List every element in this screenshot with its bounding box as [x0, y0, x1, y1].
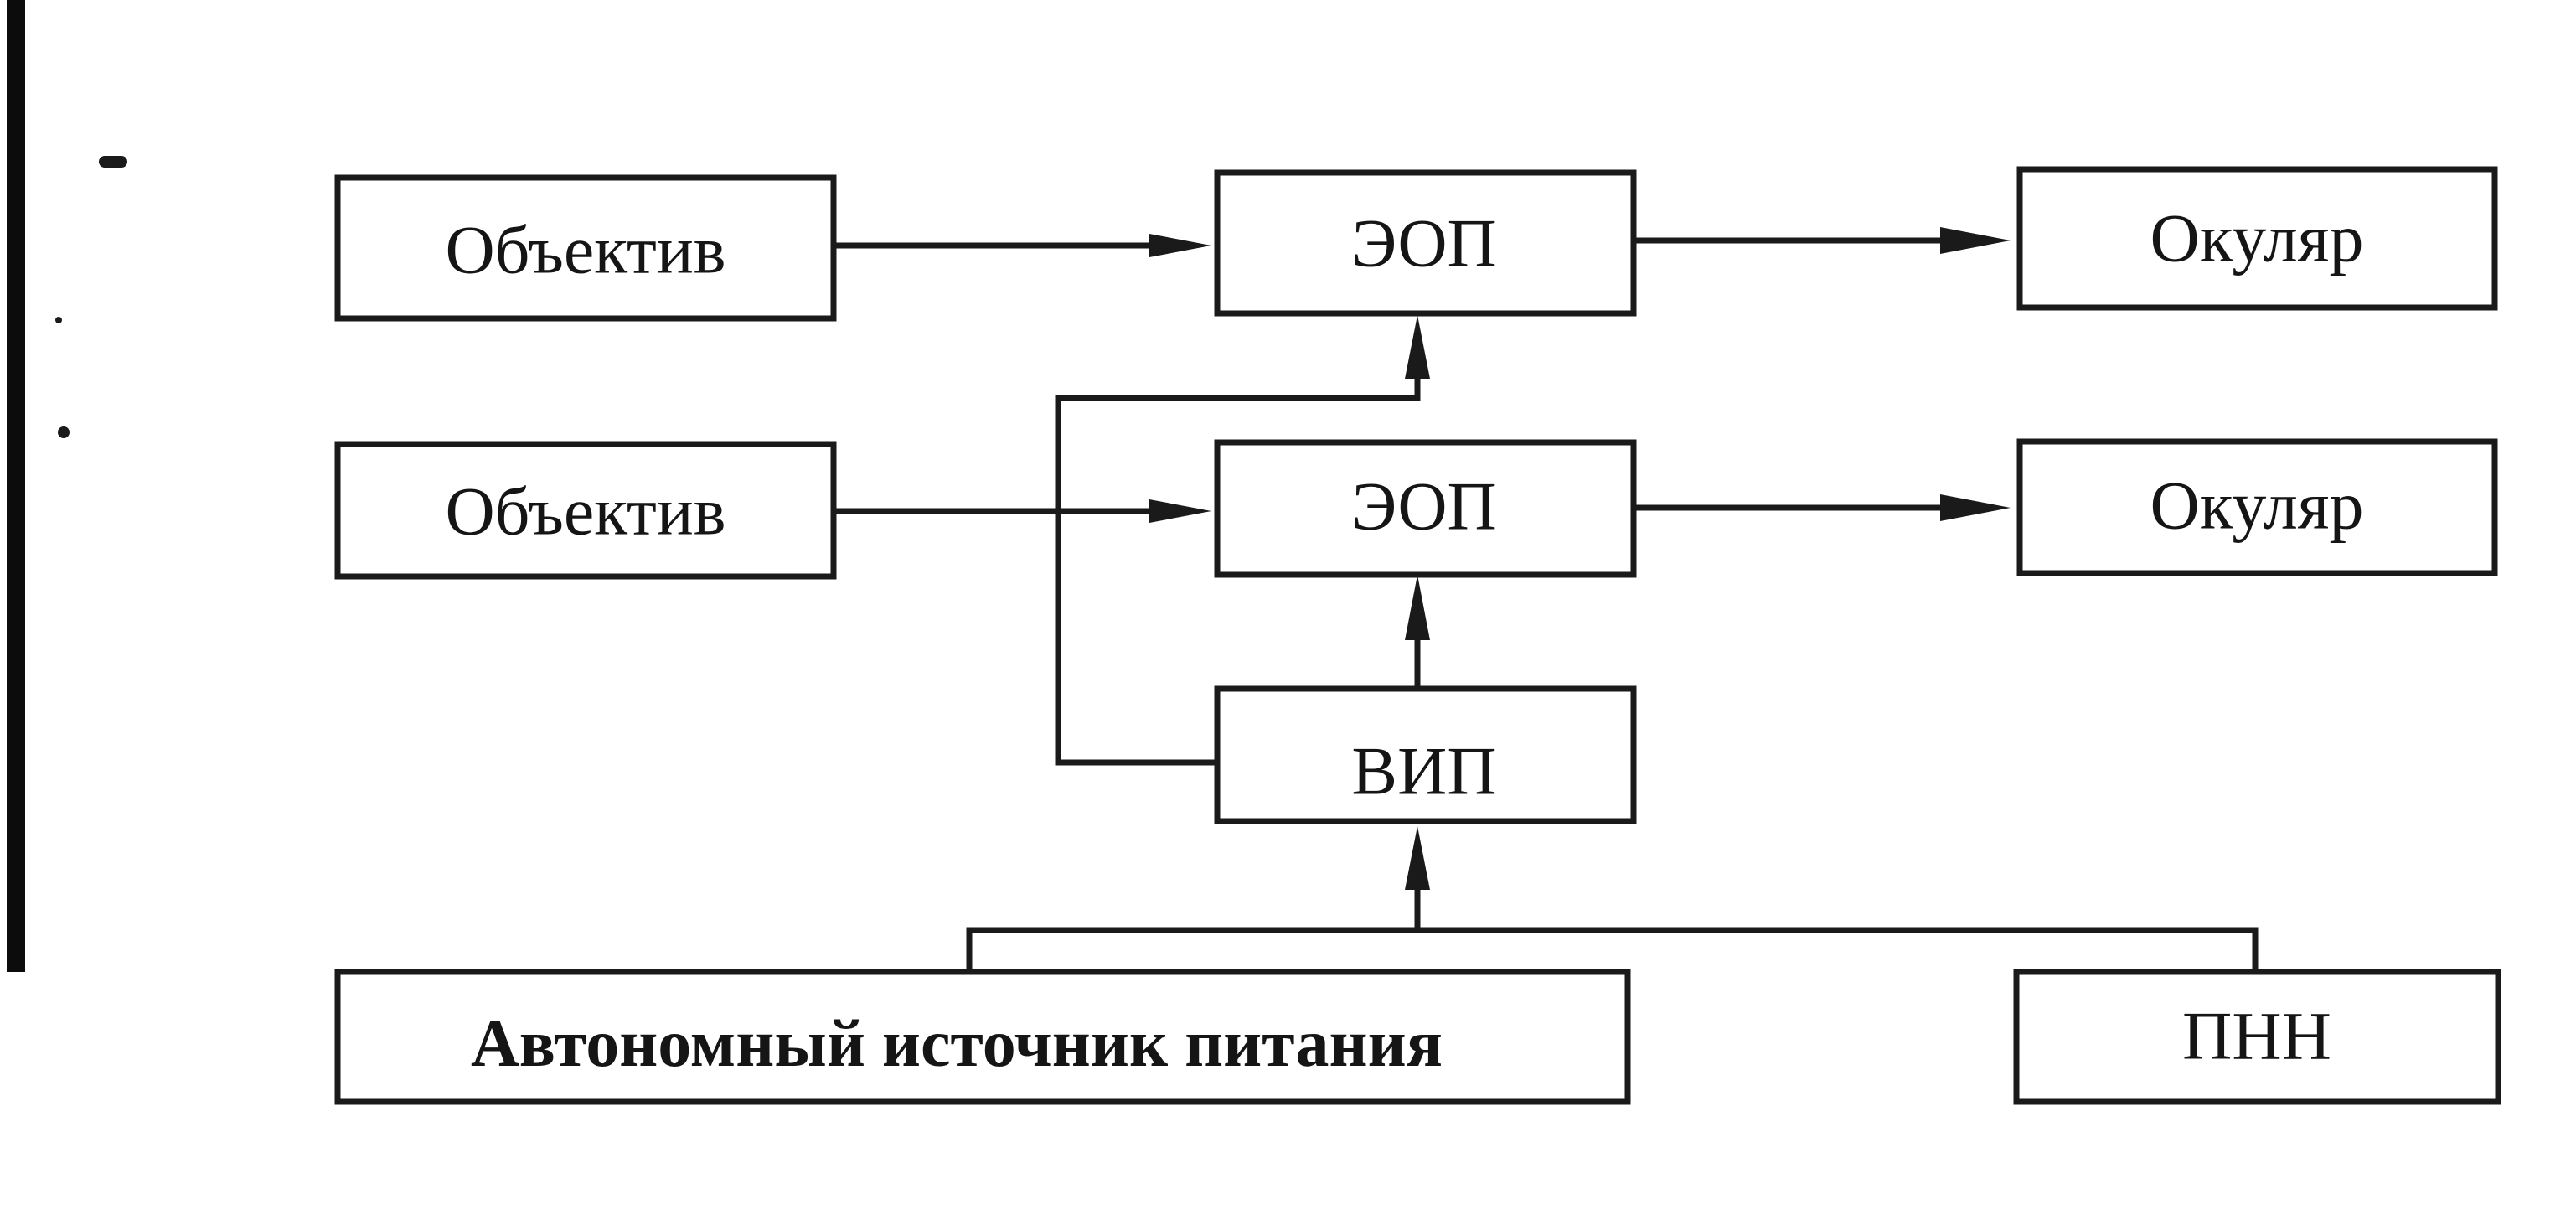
node-box: [1214, 169, 1637, 317]
node-objective-top: Объектив: [334, 174, 837, 322]
arrowhead: [1405, 826, 1430, 890]
node-box: [2016, 166, 2498, 311]
node-box: [334, 969, 1631, 1105]
scan-edge-bar: [7, 0, 25, 972]
node-eop-top: ЭОП: [1214, 169, 1637, 317]
node-label: Окуляр: [2150, 200, 2364, 277]
node-label: ВИП: [1351, 733, 1496, 809]
node-label: Объектив: [446, 212, 726, 288]
connector-power-bus: [966, 927, 2259, 970]
arrowhead: [1405, 575, 1430, 640]
node-label: Автономный источник питания: [471, 1007, 1443, 1081]
node-label: Окуляр: [2150, 468, 2364, 544]
node-box: [2016, 438, 2498, 576]
scan-speck: [58, 426, 70, 438]
arrowhead: [1405, 315, 1430, 379]
scan-speck: [55, 317, 62, 323]
connector-vip-to-eop-top: [1055, 360, 1421, 766]
node-box: [334, 441, 837, 580]
node-power-source: Автономный источник питания: [334, 969, 1631, 1105]
node-box: [2013, 969, 2501, 1105]
node-eop-bottom: ЭОП: [1214, 439, 1637, 578]
node-box: [334, 174, 837, 322]
node-box: [1214, 685, 1637, 824]
node-label: ЭОП: [1351, 205, 1497, 282]
connectors: [834, 227, 2259, 970]
scan-speck: [99, 156, 127, 168]
arrowhead: [1149, 499, 1211, 523]
arrowhead: [1149, 234, 1211, 257]
node-pnn: ПНН: [2013, 969, 2501, 1105]
node-label: ЭОП: [1351, 468, 1497, 545]
node-ocular-top: Окуляр: [2016, 166, 2498, 311]
scan-artifacts: [7, 0, 127, 972]
node-label: Объектив: [446, 473, 726, 550]
node-objective-bottom: Объектив: [334, 441, 837, 580]
arrowhead: [1940, 227, 2011, 254]
node-ocular-bottom: Окуляр: [2016, 438, 2498, 576]
node-box: [1214, 439, 1637, 578]
node-label: ПНН: [2182, 998, 2331, 1074]
arrowhead: [1940, 494, 2011, 521]
node-vip: ВИП: [1214, 685, 1637, 824]
